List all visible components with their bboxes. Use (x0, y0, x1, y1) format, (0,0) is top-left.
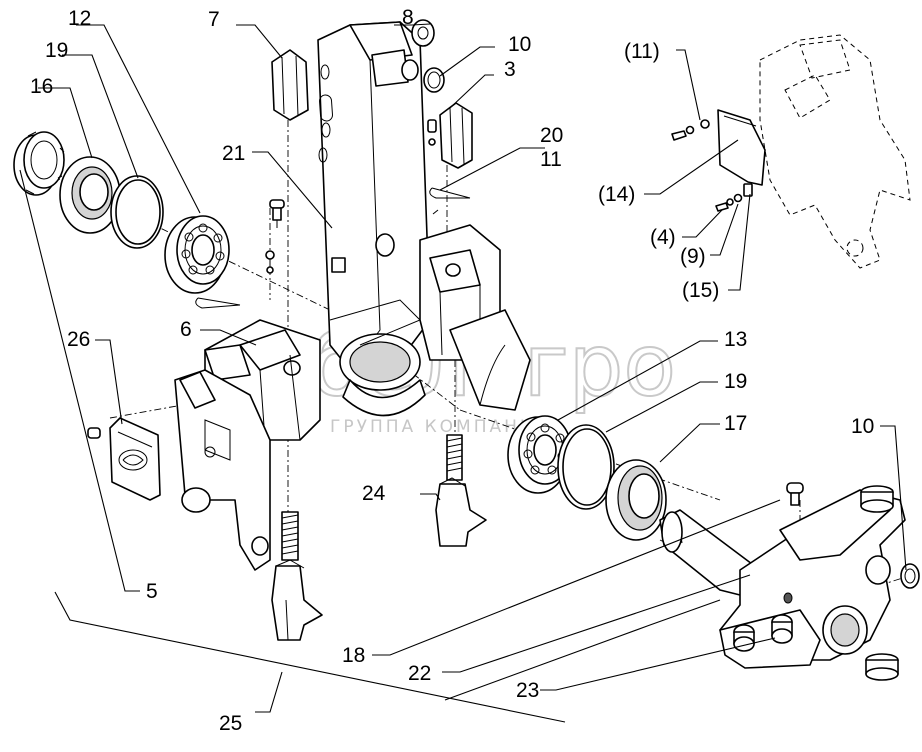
washer-8 (411, 19, 435, 47)
callout-13: 13 (724, 328, 747, 351)
callout-26: 26 (67, 328, 90, 351)
callout-23: 23 (516, 679, 539, 702)
leader-lines (19, 23, 907, 723)
callout-21: 21 (222, 142, 245, 165)
strut-left (271, 511, 323, 641)
callout-12: 12 (68, 7, 91, 30)
pivot-block (419, 224, 531, 411)
ring-10-top (423, 67, 445, 93)
callout-10-right: 10 (851, 415, 874, 438)
cover-plate (87, 417, 161, 501)
callout-9-inset: (9) (680, 245, 706, 268)
grease-nipple-top (269, 199, 285, 228)
callout-16: 16 (30, 75, 53, 98)
callout-15-inset: (15) (682, 279, 719, 302)
bushing-bottom-right (865, 653, 899, 681)
callout-25: 25 (219, 712, 242, 735)
knob-7 (271, 49, 309, 121)
o-ring-bottom (557, 424, 615, 510)
callout-20: 20 (540, 124, 563, 147)
callout-labels: 7 8 10 3 12 19 16 21 20 11 6 26 5 13 19 … (30, 6, 874, 735)
bushing-top-right (860, 485, 894, 513)
callout-19-top: 19 (45, 39, 68, 62)
ring-10-right (900, 563, 920, 589)
axle-housing (659, 489, 906, 669)
seal-ring (59, 156, 121, 234)
callout-3: 3 (504, 58, 516, 81)
knob-3 (427, 102, 473, 169)
callout-4-inset: (4) (650, 226, 676, 249)
watermark-tagline: ГРУППА КОМПАНИЙ (330, 415, 551, 437)
callout-17: 17 (724, 412, 747, 435)
callout-19-bottom: 19 (724, 370, 747, 393)
grease-nipple-bottom (786, 482, 804, 506)
callout-18: 18 (342, 644, 365, 667)
seal-17 (605, 459, 667, 541)
inset-cover-plate (717, 109, 766, 186)
callout-10-top: 10 (508, 33, 531, 56)
callout-7: 7 (208, 8, 220, 31)
spring-clip-20 (429, 187, 471, 215)
callout-8: 8 (402, 6, 414, 29)
callout-11-inset: (11) (624, 40, 660, 63)
bearing-top (164, 215, 230, 294)
spring-clip-6 (195, 297, 241, 309)
callout-22: 22 (408, 662, 431, 685)
lock-nut (13, 131, 65, 196)
o-ring-top (110, 175, 164, 249)
callout-11: 11 (540, 148, 562, 171)
inset-phantom-bracket (759, 34, 911, 269)
callout-24: 24 (362, 482, 386, 505)
callout-6: 6 (180, 318, 192, 341)
callout-5: 5 (146, 580, 158, 603)
side-bracket (174, 369, 271, 571)
inset-screws (671, 119, 753, 212)
main-arm (317, 21, 431, 417)
screw-small (265, 250, 275, 274)
callout-14-inset: (14) (598, 183, 635, 206)
strut-24 (435, 434, 487, 547)
